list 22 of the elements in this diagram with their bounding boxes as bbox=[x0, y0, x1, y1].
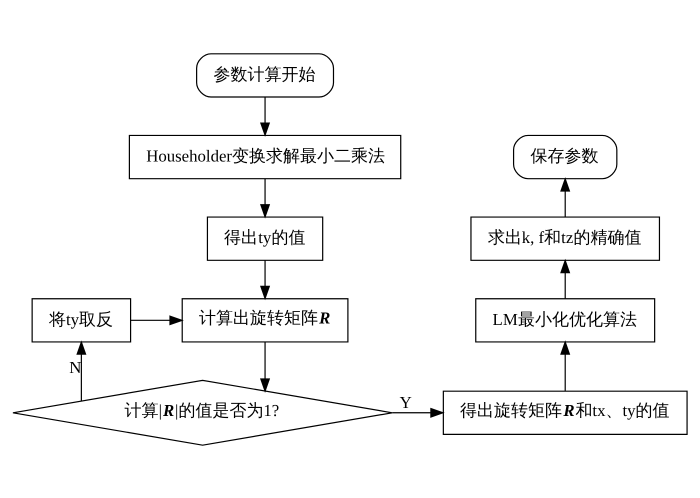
node-box: 将ty取反 bbox=[32, 298, 132, 342]
arrow bbox=[260, 342, 270, 392]
arrow bbox=[560, 258, 570, 298]
edge-label: Y bbox=[400, 392, 412, 412]
edge-label: N bbox=[69, 358, 82, 377]
arrow bbox=[76, 340, 86, 401]
arrow bbox=[260, 260, 270, 300]
arrow bbox=[130, 314, 184, 325]
node-box: 求出k, f和tz的精确值 bbox=[470, 216, 660, 260]
node-box: Householder变换求解最小二乘法 bbox=[128, 134, 402, 179]
node-box: 参数计算开始 bbox=[196, 52, 334, 98]
arrow bbox=[560, 176, 570, 216]
arrow bbox=[260, 178, 270, 218]
node-box: 得出旋转矩阵R和tx、ty的值 bbox=[442, 390, 688, 434]
node-box: 计算出旋转矩阵R bbox=[182, 298, 348, 342]
arrow bbox=[560, 340, 570, 390]
node-box: 得出ty的值 bbox=[206, 216, 324, 260]
node-diamond: 计算|R|的值是否为1? bbox=[12, 379, 393, 446]
node-box: LM最小化优化算法 bbox=[475, 298, 656, 342]
arrow bbox=[392, 407, 445, 418]
node-box: 保存参数 bbox=[512, 134, 618, 179]
arrow bbox=[260, 96, 270, 136]
